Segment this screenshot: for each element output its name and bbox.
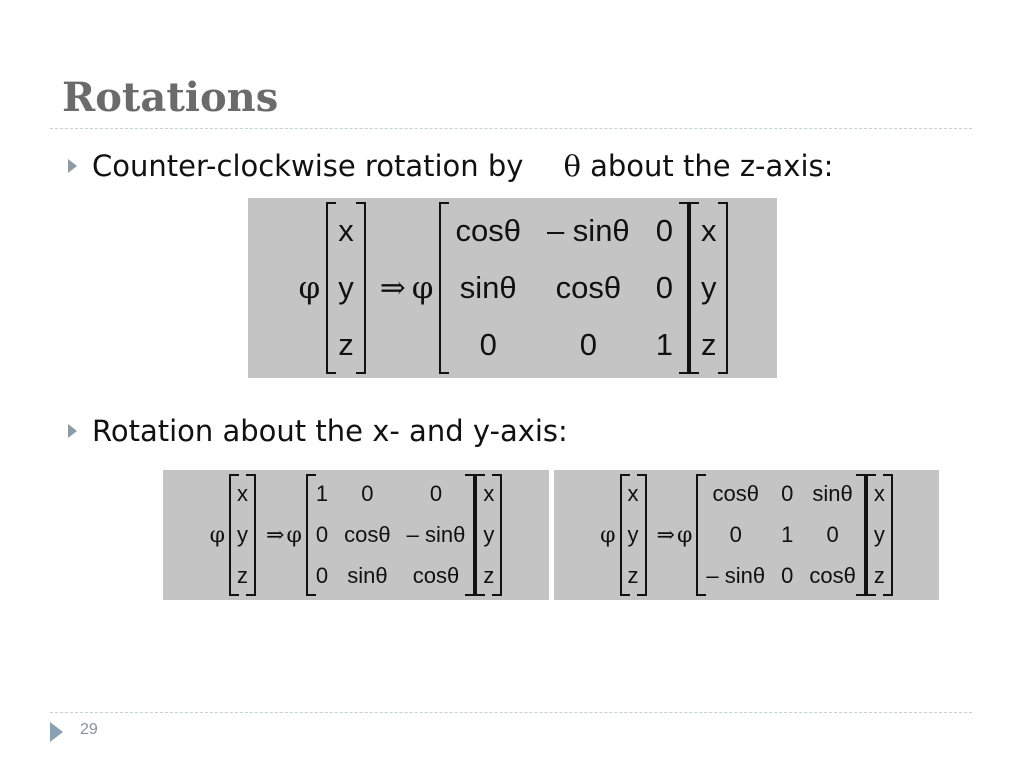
lhs-vector: x y z [326,202,366,374]
vector-cell: x [700,212,717,248]
matrix-cell: sinθ [812,481,853,507]
vector-cell: x [483,481,495,507]
implies-arrow: ⇒ [656,522,675,548]
matrix-cell: 0 [826,521,839,547]
matrix-cell: 1 [655,327,673,363]
matrix-cell: sinθ [347,562,388,588]
vector-cell: x [237,481,249,507]
implies-arrow: ⇒ [379,270,406,306]
rotation-matrix: cosθ – sinθ 0 sinθ cosθ 0 0 0 1 [439,202,690,374]
matrix-cell: sinθ [459,269,517,305]
rhs-vector: x y z [865,474,893,596]
matrix-cell: 0 [655,269,673,305]
matrix-cell: 0 [315,562,329,588]
matrix-cell: 1 [315,481,329,507]
lhs-vector: x y z [229,474,257,596]
phi-symbol: φ [209,522,226,548]
phi-symbol: φ [411,270,434,306]
phi-symbol: φ [600,522,616,548]
matrix-cell: cosθ [455,212,521,248]
matrix-cell: 0 [781,481,794,507]
phi-symbol: φ [286,522,302,548]
vector-cell: y [700,269,717,305]
bullet-text-z-rotation: Counter-clockwise rotation by θ about the… [92,149,833,183]
vector-cell: z [873,562,885,588]
matrix-cell: 0 [429,481,443,507]
matrix-cell: cosθ [344,521,391,547]
matrix-cell: – sinθ [546,212,630,248]
vector-cell: y [338,269,354,305]
title-divider [50,128,972,129]
implies-arrow: ⇒ [266,522,285,548]
z-rotation-equation: φ x y z ⇒ φ cosθ – sinθ 0 sinθ cosθ 0 0 … [248,198,777,378]
vector-cell: x [873,481,885,507]
vector-cell: y [873,521,885,547]
bullet-text-xy-rotation: Rotation about the x- and y-axis: [92,414,568,448]
rhs-vector: x y z [475,474,503,596]
vector-cell: z [627,562,639,588]
theta-symbol: θ [563,149,581,183]
matrix-cell: cosθ [412,562,460,588]
matrix-cell: 0 [729,521,742,547]
bullet-arrow-icon [68,424,77,438]
vector-cell: z [237,562,249,588]
slide-title: Rotations [62,74,279,121]
vector-cell: y [627,521,639,547]
matrix-cell: 0 [655,212,673,248]
matrix-cell: 0 [315,521,329,547]
footer-divider [50,712,972,713]
bullet-text-before: Counter-clockwise rotation by [92,149,524,183]
vector-cell: z [700,327,717,363]
matrix-cell: 0 [781,562,794,588]
phi-symbol: φ [298,270,321,306]
y-rotation-equation: φ x y z ⇒ φ cosθ 0 sinθ 0 1 0 – sinθ 0 c… [554,470,939,600]
matrix-cell: 0 [579,327,597,363]
matrix-cell: – sinθ [406,521,466,547]
rotation-matrix: cosθ 0 sinθ 0 1 0 – sinθ 0 cosθ [696,474,867,596]
matrix-cell: 0 [479,327,497,363]
rotation-matrix: 1 0 0 0 cosθ – sinθ 0 sinθ cosθ [305,474,476,596]
matrix-cell: cosθ [555,269,622,305]
matrix-cell: 1 [781,521,794,547]
vector-cell: y [483,521,495,547]
matrix-cell: – sinθ [706,562,766,588]
vector-cell: x [338,212,354,248]
matrix-cell: cosθ [809,562,856,588]
matrix-cell: cosθ [712,481,759,507]
vector-cell: z [338,327,354,363]
phi-symbol: φ [676,522,693,548]
bullet-text-after: about the z-axis: [590,149,834,183]
x-rotation-equation: φ x y z ⇒ φ 1 0 0 0 cosθ – sinθ 0 sinθ c… [163,470,549,600]
lhs-vector: x y z [619,474,647,596]
page-arrow-icon [50,722,63,742]
vector-cell: z [483,562,495,588]
page-number: 29 [80,721,98,738]
bullet-arrow-icon [68,159,77,173]
vector-cell: y [237,521,249,547]
matrix-cell: 0 [361,481,374,507]
rhs-vector: x y z [688,202,729,374]
vector-cell: x [627,481,639,507]
